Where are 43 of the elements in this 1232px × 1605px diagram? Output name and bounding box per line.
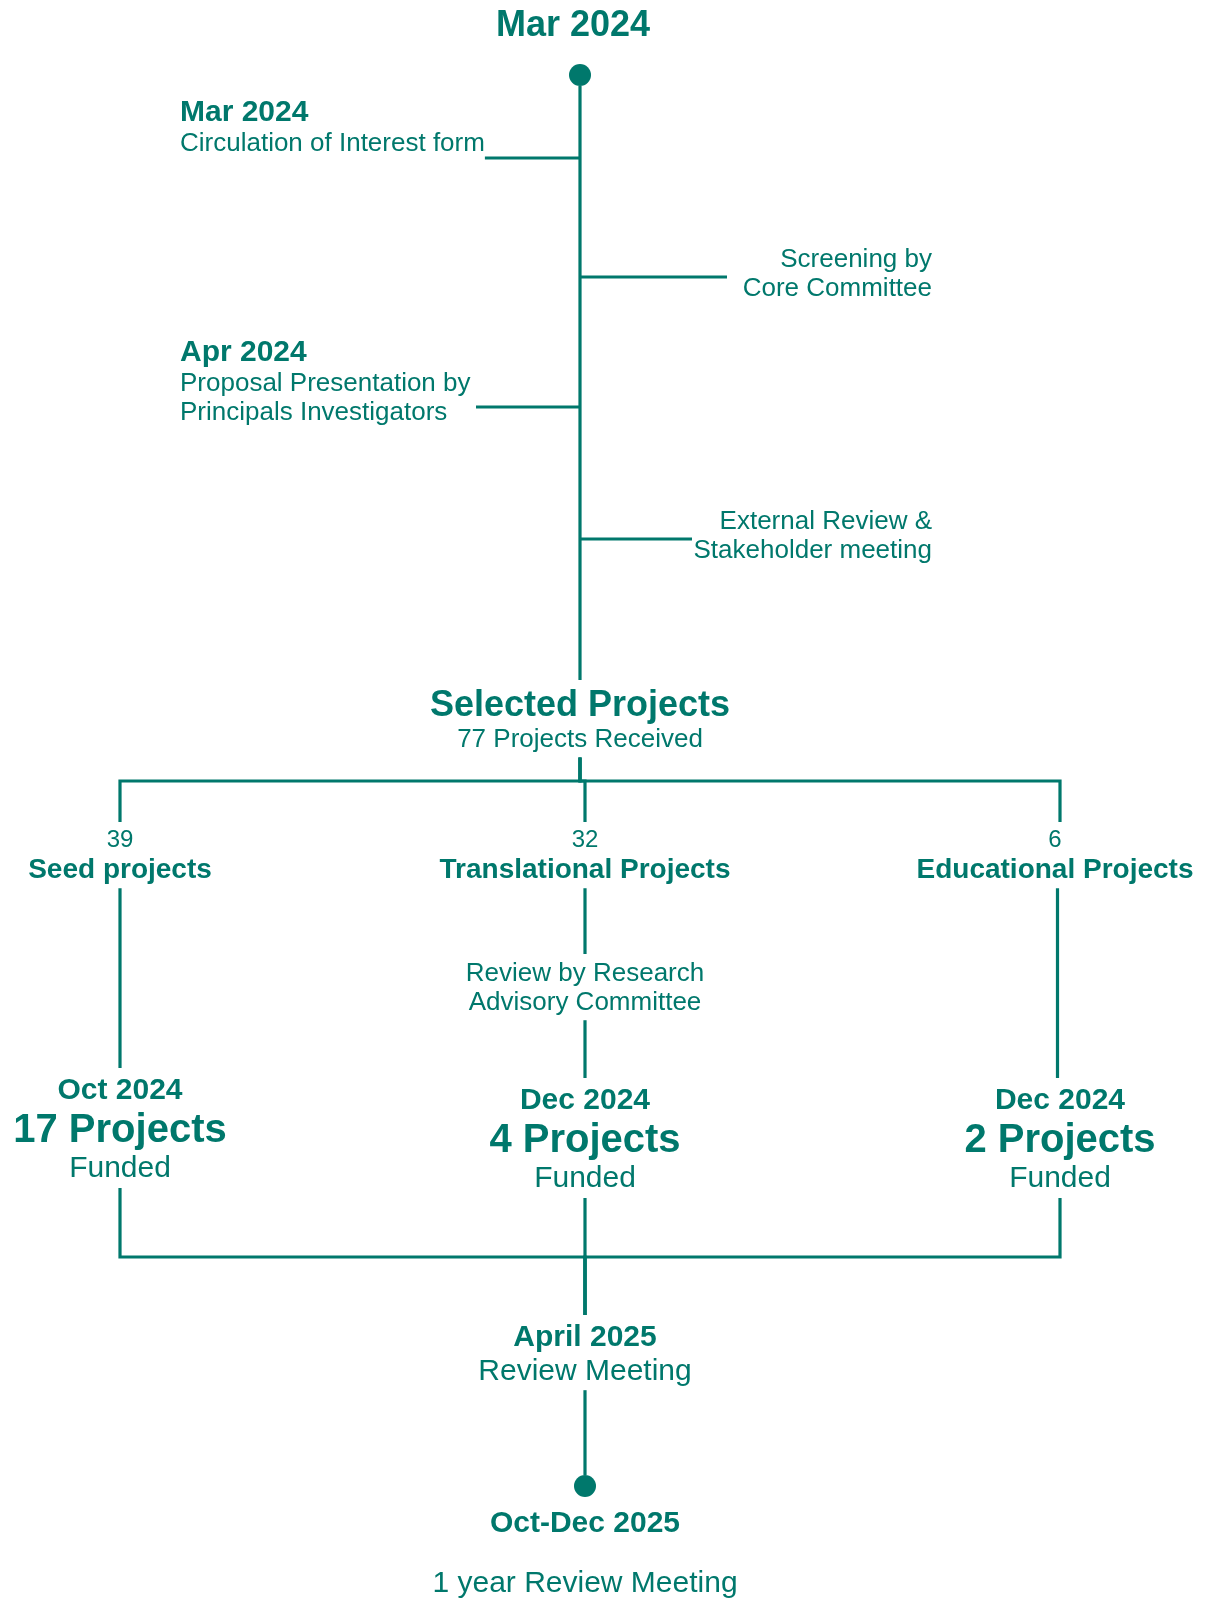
step-label: Screening by Core Committee: [741, 244, 932, 303]
connector-line: [578, 86, 582, 680]
date-heading: Dec 2024: [518, 1082, 652, 1116]
category-heading: Seed projects: [27, 852, 213, 885]
date-heading: Mar 2024: [180, 94, 310, 128]
connector-line: [583, 1390, 587, 1475]
section-heading: Selected Projects: [428, 684, 732, 725]
tick-line: [484, 156, 580, 160]
connector-line: [583, 1198, 1062, 1315]
count-number: 39: [105, 826, 135, 853]
date-heading: Oct-Dec 2025: [488, 1505, 682, 1539]
count-label: 77 Projects Received: [456, 724, 703, 754]
step-label: External Review & Stakeholder meeting: [692, 506, 932, 565]
result-count: 2 Projects: [963, 1115, 1157, 1161]
date-heading: Mar 2024: [494, 4, 652, 45]
tick-line: [580, 537, 692, 541]
date-heading: Apr 2024: [180, 334, 308, 368]
step-label: Review Meeting: [477, 1352, 693, 1387]
timeline-dot: [569, 64, 591, 86]
category-heading: Translational Projects: [438, 852, 732, 885]
connector-line: [118, 888, 122, 1068]
step-label: Circulation of Interest form: [180, 127, 485, 157]
connector-line: [583, 1020, 587, 1078]
result-label: Funded: [1008, 1160, 1112, 1194]
timeline-dot: [574, 1475, 596, 1497]
result-count: 17 Projects: [12, 1105, 228, 1151]
result-label: Funded: [68, 1150, 172, 1184]
date-heading: April 2025: [512, 1319, 658, 1353]
tick-line: [476, 405, 580, 409]
result-count: 4 Projects: [488, 1115, 682, 1161]
step-label: Proposal Presentation by Principals Investigators: [180, 367, 472, 426]
tick-line: [580, 275, 727, 279]
result-label: Funded: [533, 1160, 637, 1194]
connector-line: [578, 757, 1062, 822]
date-heading: Oct 2024: [56, 1072, 184, 1106]
category-heading: Educational Projects: [915, 852, 1195, 885]
count-number: 6: [1047, 826, 1063, 853]
connector-line: [583, 888, 587, 954]
date-heading: Dec 2024: [993, 1082, 1127, 1116]
step-label: 1 year Review Meeting: [431, 1565, 739, 1599]
connector-line: [1055, 888, 1060, 1078]
count-number: 32: [570, 826, 600, 853]
step-label: Review by Research Advisory Committee: [464, 958, 706, 1017]
